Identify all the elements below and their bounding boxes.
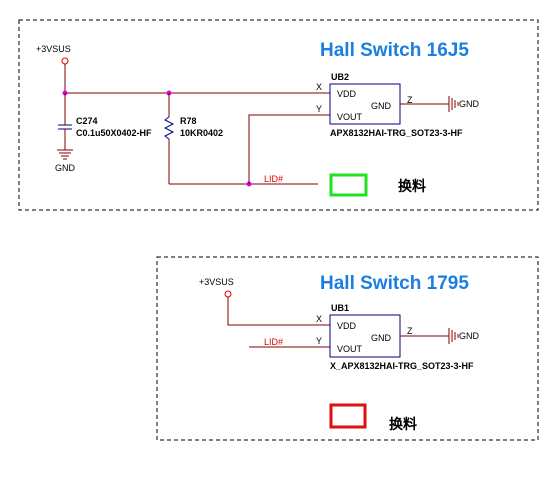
- top-ic-ref: UB2: [331, 72, 349, 82]
- top-block-title: Hall Switch 16J5: [320, 40, 469, 61]
- bottom-ic-part: X_APX8132HAI-TRG_SOT23-3-HF: [330, 361, 474, 371]
- top-pin-z: Z: [407, 95, 413, 105]
- bottom-pin-gnd: GND: [371, 333, 392, 343]
- bottom-swap-text: 换料: [389, 416, 417, 433]
- top-cap-gnd-label: GND: [55, 163, 76, 173]
- top-pin-x: X: [316, 82, 322, 92]
- top-ic-ub2: UB2 VDD GND VOUT X Y Z APX8132HAI-TRG_SO…: [316, 72, 463, 138]
- top-swap-marker: [329, 173, 368, 197]
- top-ic-part: APX8132HAI-TRG_SOT23-3-HF: [330, 128, 463, 138]
- top-pin-y: Y: [316, 104, 322, 114]
- top-pin-gnd: GND: [371, 101, 392, 111]
- bottom-pin-z: Z: [407, 326, 413, 336]
- top-res-ref: R78: [180, 116, 197, 126]
- bottom-power-label: +3VSUS: [199, 277, 234, 287]
- top-pin-vdd: VDD: [337, 89, 357, 99]
- top-net-lid: LID#: [264, 174, 283, 184]
- bottom-net-lid: LID#: [264, 337, 283, 347]
- top-resistor: R78 10KR0402: [163, 93, 223, 184]
- bottom-power-symbol: +3VSUS: [199, 277, 330, 326]
- top-vout-wire: [248, 114, 330, 184]
- top-gnd-label: GND: [459, 99, 480, 109]
- top-cap-ground-icon: GND: [55, 149, 76, 173]
- top-power-symbol: +3VSUS: [36, 44, 71, 93]
- top-pin-vout: VOUT: [337, 112, 363, 122]
- top-swap-text: 换料: [398, 178, 426, 195]
- bottom-pin-vdd: VDD: [337, 321, 357, 331]
- top-power-label: +3VSUS: [36, 44, 71, 54]
- top-res-value: 10KR0402: [180, 128, 223, 138]
- bottom-pin-x: X: [316, 314, 322, 324]
- bottom-gnd-label: GND: [459, 331, 480, 341]
- bottom-ic-ref: UB1: [331, 303, 349, 313]
- top-cap-value: C0.1u50X0402-HF: [76, 128, 152, 138]
- top-block-frame: [18, 19, 539, 211]
- bottom-pin-y: Y: [316, 336, 322, 346]
- bottom-block-title: Hall Switch 1795: [320, 273, 469, 294]
- bottom-block-frame: [156, 256, 539, 441]
- top-cap-ref: C274: [76, 116, 98, 126]
- bottom-ground-icon: [448, 328, 459, 344]
- top-capacitor: C274 C0.1u50X0402-HF: [58, 93, 152, 150]
- bottom-swap-marker: [329, 403, 367, 429]
- top-ground-icon: [448, 96, 459, 112]
- bottom-pin-vout: VOUT: [337, 344, 363, 354]
- bottom-ic-ub1: UB1 VDD GND VOUT X Y Z X_APX8132HAI-TRG_…: [316, 303, 474, 371]
